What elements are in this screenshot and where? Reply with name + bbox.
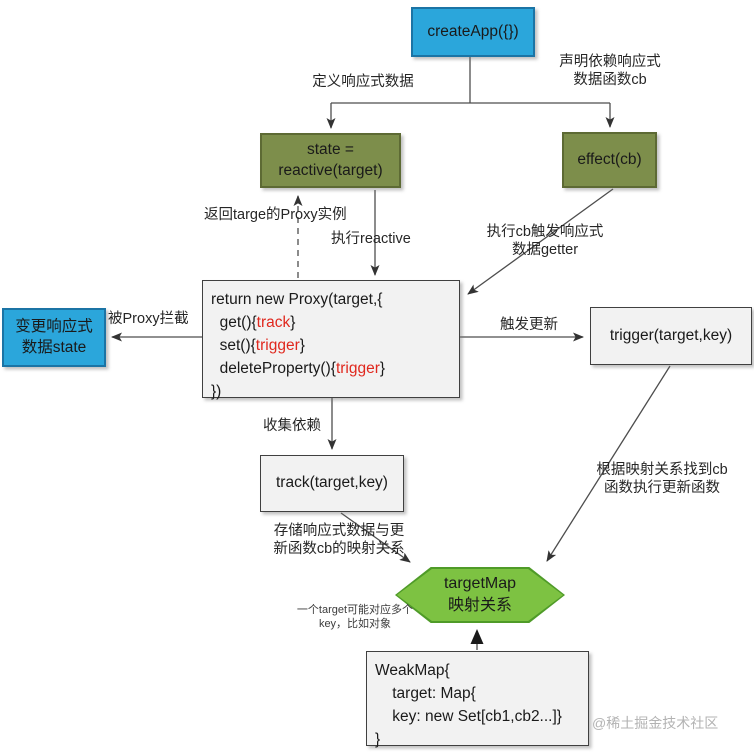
weakmap-line-2: target: Map{ xyxy=(375,682,476,705)
node-state-reactive: state = reactive(target) xyxy=(260,133,401,188)
edge-cb-getter xyxy=(467,188,614,295)
weakmap-line2-text: target: Map{ xyxy=(375,685,476,702)
label-store-mapping: 存储响应式数据与更 新函数cb的映射关系 xyxy=(273,523,405,558)
node-trigger-label: trigger(target,key) xyxy=(609,326,733,344)
node-effect: effect(cb) xyxy=(562,132,657,188)
proxy-line4-pre: deleteProperty(){ xyxy=(211,360,336,377)
label-find-cb: 根据映射关系找到cb 函数执行更新函数 xyxy=(596,462,728,497)
proxy-line4-post: } xyxy=(379,360,386,377)
watermark-juejin: @稀土掘金技术社区 xyxy=(592,715,719,731)
proxy-code-line-2: get(){track} xyxy=(211,311,296,334)
label-multi-key-note: 一个target可能对应多个 key，比如对象 xyxy=(296,604,414,630)
proxy-code-line-5: }) xyxy=(211,380,221,403)
proxy-line5-text: }) xyxy=(211,383,222,400)
proxy-line4-keyword: trigger xyxy=(335,360,380,377)
label-collect-deps: 收集依赖 xyxy=(263,418,321,434)
proxy-line3-keyword: trigger xyxy=(255,337,300,354)
label-exec-reactive: 执行reactive xyxy=(331,231,411,247)
label-proxy-intercept: 被Proxy拦截 xyxy=(108,311,189,327)
weakmap-line-4: } xyxy=(375,728,380,751)
weakmap-line-3: key: new Set[cb1,cb2...]} xyxy=(375,705,562,728)
node-track-label: track(target,key) xyxy=(276,474,388,492)
proxy-line2-pre: get(){ xyxy=(211,314,257,331)
label-exec-cb-getter: 执行cb触发响应式 数据getter xyxy=(486,224,604,259)
edge-store-mapping xyxy=(340,512,411,563)
weakmap-line4-text: } xyxy=(375,731,381,748)
node-create-app-label: createApp({}) xyxy=(427,22,519,40)
node-target-map-label: targetMap 映射关系 xyxy=(443,574,517,614)
node-weak-map: WeakMap{ target: Map{ key: new Set[cb1,c… xyxy=(366,651,589,748)
proxy-code-line-4: deleteProperty(){trigger} xyxy=(211,357,385,380)
node-create-app: createApp({}) xyxy=(411,7,535,57)
proxy-code-line-1: return new Proxy(target,{ xyxy=(211,288,382,311)
label-define-reactive: 定义响应式数据 xyxy=(312,74,414,90)
node-target-map-hexagon: targetMap 映射关系 xyxy=(395,567,565,623)
weakmap-line1-text: WeakMap{ xyxy=(375,662,450,679)
label-declare-cb: 声明依赖响应式 数据函数cb xyxy=(559,54,661,89)
proxy-code-line-3: set(){trigger} xyxy=(211,334,305,357)
proxy-line3-post: } xyxy=(299,337,305,354)
node-track: track(target,key) xyxy=(260,455,404,512)
proxy-line2-keyword: track xyxy=(256,314,291,331)
weakmap-line-1: WeakMap{ xyxy=(375,659,450,682)
node-state-reactive-label: state = reactive(target) xyxy=(278,140,383,179)
label-trigger-update: 触发更新 xyxy=(500,317,558,333)
node-effect-label: effect(cb) xyxy=(577,150,642,168)
node-proxy: return new Proxy(target,{ get(){track} s… xyxy=(202,280,460,400)
node-change-state: 变更响应式 数据state xyxy=(2,308,106,367)
label-return-proxy: 返回targe的Proxy实例 xyxy=(204,207,347,223)
proxy-line3-pre: set(){ xyxy=(211,337,256,354)
node-trigger: trigger(target,key) xyxy=(590,307,752,365)
weakmap-line3-text: key: new Set[cb1,cb2...]} xyxy=(375,708,562,725)
node-target-map-fill: targetMap 映射关系 xyxy=(397,569,563,621)
proxy-line2-post: } xyxy=(290,314,296,331)
edge-find-cb xyxy=(546,365,671,562)
proxy-line1-text: return new Proxy(target,{ xyxy=(211,291,383,308)
node-change-state-label: 变更响应式 数据state xyxy=(15,317,93,356)
